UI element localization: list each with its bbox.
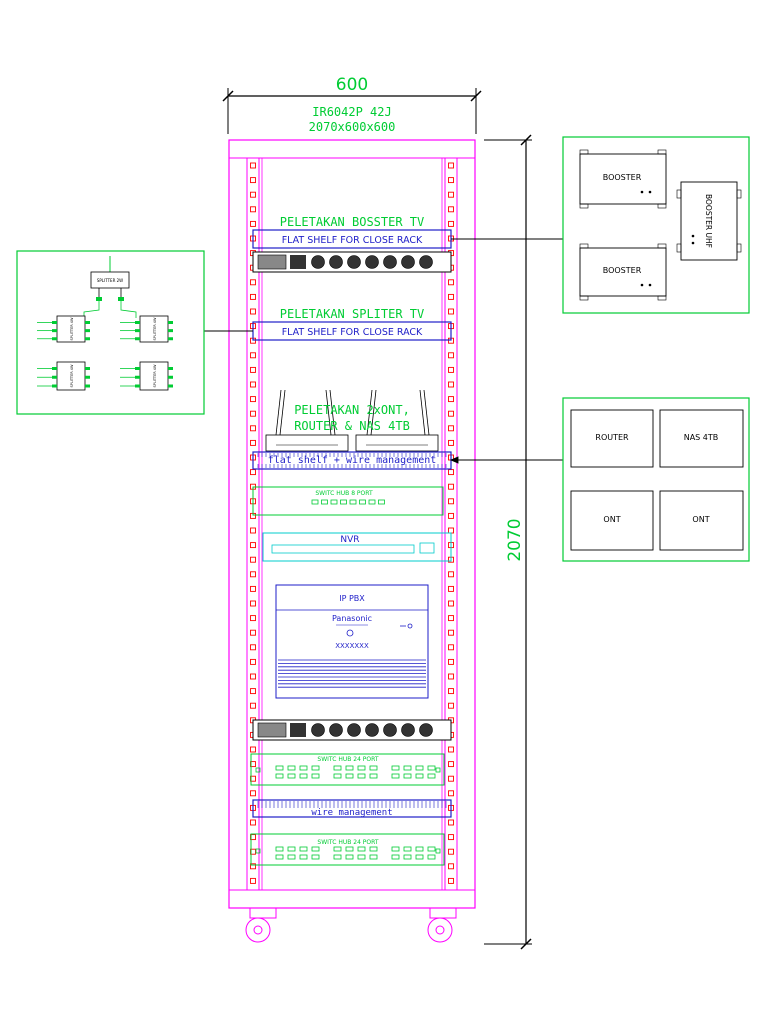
switch-8-port: SWITC HUB 8 PORT bbox=[252, 486, 444, 516]
rack-model: IR6042P 42J bbox=[312, 105, 391, 119]
splitter-note: PELETAKAN SPLITER TV bbox=[280, 307, 425, 321]
ont-2-label: ONT bbox=[692, 515, 709, 524]
nas-label: NAS 4TB bbox=[684, 433, 719, 442]
shelf-wire-management: flat shelf + wire management bbox=[252, 451, 452, 470]
booster-2-label: BOOSTER bbox=[603, 266, 642, 275]
booster-uhf: BOOSTER UHF bbox=[676, 181, 742, 261]
switch-24b-label: SWITC HUB 24 PORT bbox=[317, 839, 378, 846]
switch-24-port-a: SWITC HUB 24 PORT bbox=[250, 753, 445, 786]
splitter-c-label: SPLITTER 4W bbox=[70, 364, 74, 388]
ip-pbx: IP PBX Panasonic XXXXXXX bbox=[275, 584, 429, 699]
booster-2: BOOSTER bbox=[579, 243, 667, 301]
rack-casters bbox=[245, 907, 457, 943]
wire-management: wire management bbox=[252, 799, 452, 818]
splitter-2way: SPLITTER 2W bbox=[83, 256, 137, 318]
booster-detail-box: BOOSTER BOOSTER UHF BOOSTER bbox=[562, 136, 750, 314]
height-label: 2070 bbox=[505, 518, 525, 561]
splitter-a-label: SPLITTER 4W bbox=[70, 317, 74, 341]
switch-8-label: SWITC HUB 8 PORT bbox=[315, 490, 373, 497]
shelf-booster: FLAT SHELF FOR CLOSE RACK bbox=[252, 229, 452, 249]
rack-size: 2070x600x600 bbox=[309, 120, 396, 134]
router-box bbox=[570, 409, 654, 468]
splitter-2way-label: SPLITTER 2W bbox=[97, 278, 123, 283]
ipbx-brand: Panasonic bbox=[332, 614, 372, 623]
shelf-splitter: FLAT SHELF FOR CLOSE RACK bbox=[252, 321, 452, 341]
callout-lines bbox=[204, 238, 563, 464]
ipbx-title: IP PBX bbox=[339, 594, 365, 603]
splitter-b-label: SPLITTER 4W bbox=[153, 317, 157, 341]
width-dimension: 600 IR6042P 42J 2070x600x600 bbox=[222, 75, 482, 134]
booster-uhf-label: BOOSTER UHF bbox=[704, 194, 713, 248]
splitter-detail-box: SPLITTER 2W SPLITTER 4W SPLITTER 4W SPLI… bbox=[16, 250, 205, 415]
wire-management-label: wire management bbox=[311, 808, 392, 818]
ont-note-2: ROUTER & NAS 4TB bbox=[294, 419, 410, 433]
switch-24a-label: SWITC HUB 24 PORT bbox=[317, 756, 378, 763]
booster-1: BOOSTER bbox=[579, 149, 667, 209]
splitter-4way-a: SPLITTER 4W bbox=[56, 315, 86, 343]
shelf-booster-label: FLAT SHELF FOR CLOSE RACK bbox=[282, 235, 423, 246]
splitter-4way-b: SPLITTER 4W bbox=[139, 315, 169, 343]
ont-1-label: ONT bbox=[603, 515, 620, 524]
nvr-label: NVR bbox=[340, 535, 359, 545]
shelf-wire-label: flat shelf + wire management bbox=[268, 455, 437, 466]
booster-1-label: BOOSTER bbox=[603, 173, 642, 182]
splitter-d-label: SPLITTER 4W bbox=[153, 364, 157, 388]
ont-devices bbox=[265, 434, 439, 452]
ont-note-1: PELETAKAN 2xONT, bbox=[294, 403, 410, 417]
ipbx-model: XXXXXXX bbox=[335, 642, 369, 650]
router-label: ROUTER bbox=[595, 433, 629, 442]
ont-box-2 bbox=[659, 490, 744, 551]
booster-note: PELETAKAN BOSSTER TV bbox=[280, 215, 425, 229]
router-antennas bbox=[275, 389, 430, 436]
rack-frame bbox=[228, 139, 476, 909]
nas-box bbox=[659, 409, 744, 468]
splitter-4way-d: SPLITTER 4W bbox=[139, 361, 169, 391]
switch-24-port-b: SWITC HUB 24 PORT bbox=[250, 833, 445, 866]
splitter-4way-c: SPLITTER 4W bbox=[56, 361, 86, 391]
width-label: 600 bbox=[336, 75, 368, 95]
power-strip-bottom bbox=[252, 719, 452, 741]
network-detail-box: ROUTER NAS 4TB ONT ONT bbox=[562, 397, 750, 562]
power-strip-top bbox=[252, 251, 452, 273]
shelf-splitter-label: FLAT SHELF FOR CLOSE RACK bbox=[282, 327, 423, 338]
height-dimension: 2070 bbox=[484, 134, 532, 950]
nvr-unit: NVR bbox=[262, 532, 452, 562]
ont-box-1 bbox=[570, 490, 654, 551]
